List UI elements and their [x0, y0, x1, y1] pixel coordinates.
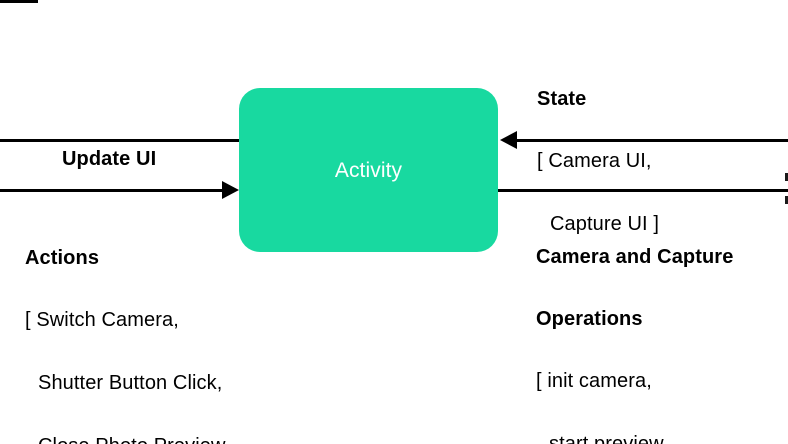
activity-node-label: Activity	[334, 158, 403, 182]
flow-label-update-ui-text: Update UI	[62, 148, 157, 170]
flow-label-actions-item: [ Switch Camera,	[25, 309, 179, 331]
flow-label-camera-capture-operations: Camera and Capture Operations [ init cam…	[536, 208, 733, 444]
flow-label-state-item: Capture UI ]	[550, 213, 660, 235]
flow-line-update-ui	[0, 139, 241, 142]
activity-node: Activity	[239, 88, 498, 252]
crop-artifact-right-lower	[785, 196, 788, 204]
crop-artifact-top-left	[0, 0, 38, 3]
flow-label-update-ui: Update UI	[62, 110, 156, 208]
flow-label-operations-item: [ init camera,	[536, 370, 652, 392]
flow-label-state: State [ Camera UI, Capture UI ]	[537, 50, 659, 274]
flow-label-operations-heading-line2: Operations	[536, 308, 643, 330]
flow-label-actions-heading: Actions	[25, 247, 100, 269]
crop-artifact-right-upper	[785, 173, 788, 181]
flow-label-actions-item: Close Photo Preview,	[25, 433, 272, 444]
flow-label-state-item: [ Camera UI,	[537, 150, 652, 172]
arrowhead-state-icon	[500, 131, 517, 149]
arrowhead-actions-icon	[222, 181, 239, 199]
flow-label-operations-item: start preview,	[549, 433, 669, 444]
flow-line-state	[512, 139, 788, 142]
flow-line-actions	[0, 189, 232, 192]
flow-label-state-heading: State	[537, 88, 587, 110]
flow-label-actions: Actions [ Switch Camera, Shutter Button …	[25, 209, 272, 444]
flow-label-operations-heading-line1: Camera and Capture	[536, 246, 734, 268]
flow-line-camera-capture-operations	[497, 189, 788, 192]
flow-label-actions-item: Shutter Button Click,	[38, 372, 223, 394]
